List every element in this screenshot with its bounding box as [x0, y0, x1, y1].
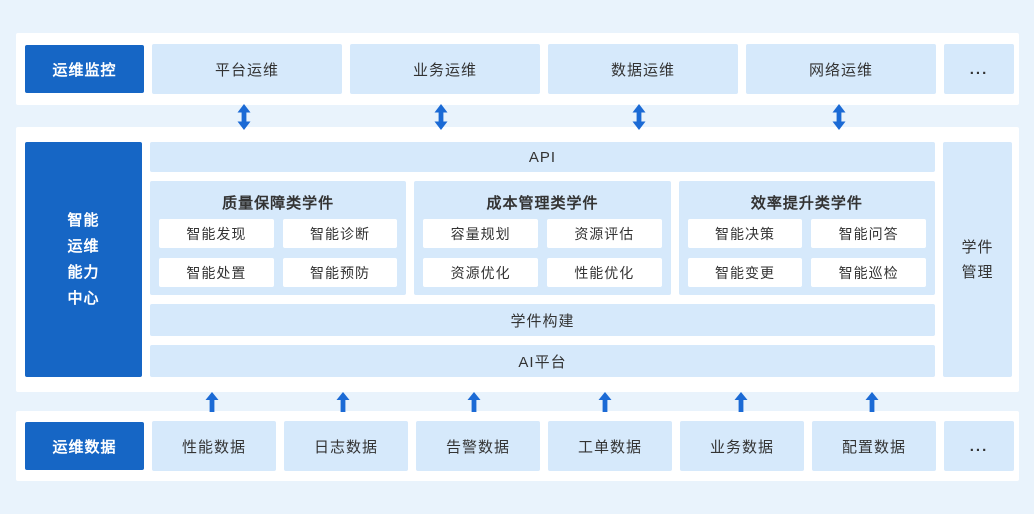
monitoring-item-data: 数据运维	[548, 44, 738, 94]
efficiency-group-title: 效率提升类学件	[750, 195, 863, 212]
cost-group-box: 成本管理类学件 容量规划 资源评估 资源优化 性能优化	[414, 181, 671, 295]
bidirectional-arrow-icon	[832, 104, 846, 130]
efficiency-group-chips: 智能决策 智能问答 智能变更 智能巡检	[687, 219, 926, 287]
efficiency-group-box: 效率提升类学件 智能决策 智能问答 智能变更 智能巡检	[678, 181, 935, 295]
bidirectional-arrow-icon	[434, 104, 448, 130]
data-item-business: 业务数据	[680, 421, 804, 471]
capability-chip: 容量规划	[423, 219, 538, 248]
quality-group-box: 质量保障类学件 智能发现 智能诊断 智能处置 智能预防	[150, 181, 407, 295]
quality-group-chips: 智能发现 智能诊断 智能处置 智能预防	[159, 219, 398, 287]
cost-group-chips: 容量规划 资源评估 资源优化 性能优化	[423, 219, 662, 287]
bidirectional-arrow-icon	[237, 104, 251, 130]
capability-chip: 智能巡检	[811, 258, 926, 287]
capability-chip: 智能问答	[811, 219, 926, 248]
data-item-performance: 性能数据	[152, 421, 276, 471]
monitoring-item-network: 网络运维	[746, 44, 936, 94]
capability-chip: 智能预防	[282, 258, 398, 287]
capability-chip: 资源优化	[423, 258, 538, 287]
up-arrow-icon	[865, 392, 879, 412]
data-item-config: 配置数据	[812, 421, 936, 471]
data-header-badge: 运维数据	[25, 422, 144, 470]
data-panel: 运维数据 性能数据 日志数据 告警数据 工单数据 业务数据 配置数据 ...	[16, 411, 1019, 481]
data-item-log: 日志数据	[284, 421, 408, 471]
capability-chip: 智能决策	[687, 219, 803, 248]
capability-main-column: API 质量保障类学件 智能发现 智能诊断 智能处置 智能预防 成本管理类学件	[150, 142, 935, 377]
monitoring-row: 运维监控 平台运维 业务运维 数据运维 网络运维 ...	[16, 33, 1019, 105]
capability-chip: 资源评估	[546, 219, 662, 248]
up-arrow-icon	[336, 392, 350, 412]
learnware-management-block: 学件 管理	[943, 142, 1012, 377]
capability-chip: 智能诊断	[282, 219, 398, 248]
monitoring-more-item: ...	[944, 44, 1014, 94]
data-row: 运维数据 性能数据 日志数据 告警数据 工单数据 业务数据 配置数据 ...	[16, 411, 1019, 481]
data-item-ticket: 工单数据	[548, 421, 672, 471]
capability-layout: 智能 运维 能力 中心 API 质量保障类学件 智能发现 智能诊断 智能处置 智…	[16, 127, 1019, 392]
up-arrow-icon	[598, 392, 612, 412]
monitoring-header-badge: 运维监控	[25, 45, 144, 93]
capability-groups: 质量保障类学件 智能发现 智能诊断 智能处置 智能预防 成本管理类学件 容量规划…	[150, 181, 935, 295]
bidirectional-arrow-icon	[632, 104, 646, 130]
capability-chip: 智能发现	[159, 219, 274, 248]
capability-header-badge: 智能 运维 能力 中心	[25, 142, 142, 377]
up-arrow-icon	[734, 392, 748, 412]
up-arrow-icon	[205, 392, 219, 412]
capability-chip: 智能变更	[687, 258, 803, 287]
capability-chip: 性能优化	[546, 258, 662, 287]
monitoring-item-platform: 平台运维	[152, 44, 342, 94]
data-item-alert: 告警数据	[416, 421, 540, 471]
capability-chip: 智能处置	[159, 258, 274, 287]
monitoring-panel: 运维监控 平台运维 业务运维 数据运维 网络运维 ...	[16, 33, 1019, 105]
cost-group-title: 成本管理类学件	[486, 195, 599, 212]
api-bar: API	[150, 142, 935, 172]
monitoring-item-business: 业务运维	[350, 44, 540, 94]
data-more-item: ...	[944, 421, 1014, 471]
ai-platform-bar: AI平台	[150, 345, 935, 377]
up-arrow-icon	[467, 392, 481, 412]
learnware-build-bar: 学件构建	[150, 304, 935, 336]
quality-group-title: 质量保障类学件	[222, 195, 335, 212]
capability-panel: 智能 运维 能力 中心 API 质量保障类学件 智能发现 智能诊断 智能处置 智…	[16, 127, 1019, 392]
